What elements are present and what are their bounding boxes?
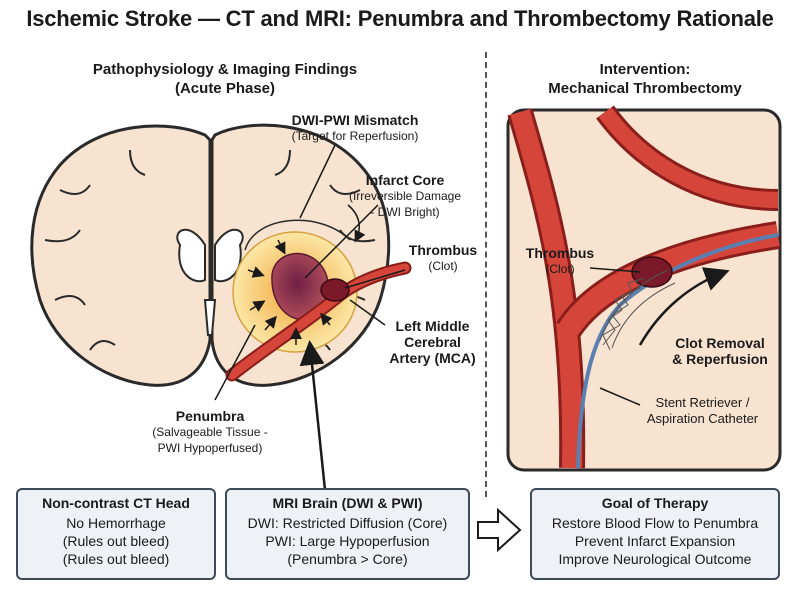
- left-heading-line1: Pathophysiology & Imaging Findings: [92, 61, 358, 78]
- reperfusion-arrow: [638, 267, 730, 346]
- penumbra-label: Penumbra (Salvageable Tissue - PWI Hypop…: [125, 408, 295, 456]
- thrombus-left: [320, 278, 350, 302]
- ct-line-3: (Rules out bleed): [62, 551, 170, 567]
- penumbra-sub1: (Salvageable Tissue -: [152, 425, 268, 439]
- mca-label: Left Middle Cerebral Artery (MCA): [380, 318, 485, 366]
- goal-title: Goal of Therapy: [601, 495, 709, 511]
- mismatch-sub: (Target for Reperfusion): [291, 129, 419, 143]
- goal-line-2: Prevent Infarct Expansion: [574, 533, 736, 549]
- mri-to-brain-arrow: [299, 340, 327, 491]
- thrombus-leader: [344, 269, 406, 289]
- penumbra-sub2: PWI Hypoperfused): [157, 441, 263, 455]
- core-label: Infarct Core (Irreversible Damage - DWI …: [345, 172, 465, 220]
- right-panel-heading: Intervention: Mechanical Thrombectomy: [520, 60, 770, 98]
- ct-title: Non-contrast CT Head: [42, 495, 190, 511]
- mca-line3: Artery (MCA): [389, 350, 476, 366]
- penumbra-title: Penumbra: [175, 408, 245, 424]
- thrombus-right-sub: (Clot): [545, 262, 575, 276]
- goal-box: Goal of Therapy Restore Blood Flow to Pe…: [530, 488, 780, 580]
- right-heading-line1: Intervention:: [599, 61, 691, 78]
- mca-line1: Left Middle: [395, 318, 470, 334]
- panel-divider: [485, 52, 487, 497]
- core-leader: [304, 204, 379, 279]
- vessel-illustration: [507, 105, 781, 469]
- device-label: Stent Retriever / Aspiration Catheter: [630, 395, 775, 427]
- stent-retriever: [599, 269, 676, 351]
- mri-line-1: DWI: Restricted Diffusion (Core): [247, 515, 448, 531]
- removal-label: Clot Removal & Reperfusion: [665, 335, 775, 367]
- thrombus-right-label: Thrombus (Clot): [520, 245, 600, 277]
- removal-line2: & Reperfusion: [672, 351, 768, 367]
- penumbra-leader: [214, 324, 256, 401]
- thrombus-right-title: Thrombus: [525, 245, 595, 261]
- to-goal-arrow: [477, 507, 522, 553]
- mismatch-label: DWI-PWI Mismatch (Target for Reperfusion…: [270, 112, 440, 144]
- core-sub2: - DWI Bright): [370, 205, 440, 219]
- ct-line-1: No Hemorrhage: [66, 515, 166, 531]
- device-line1: Stent Retriever /: [655, 395, 750, 410]
- left-panel-heading: Pathophysiology & Imaging Findings (Acut…: [40, 60, 410, 98]
- mca-line2: Cerebral: [404, 334, 461, 350]
- mri-line-2: PWI: Large Hypoperfusion: [265, 533, 430, 549]
- core-title: Infarct Core: [365, 172, 445, 188]
- mca-leader: [349, 299, 386, 326]
- removal-line1: Clot Removal: [675, 335, 765, 351]
- goal-line-1: Restore Blood Flow to Penumbra: [551, 515, 759, 531]
- page-title: Ischemic Stroke — CT and MRI: Penumbra a…: [26, 6, 774, 31]
- mri-line-3: (Penumbra > Core): [287, 551, 408, 567]
- right-heading-line2: Mechanical Thrombectomy: [548, 80, 742, 97]
- left-heading-line2: (Acute Phase): [174, 80, 276, 97]
- mri-box: MRI Brain (DWI & PWI) DWI: Restricted Di…: [225, 488, 470, 580]
- thrombus-right-leader: [589, 267, 641, 273]
- device-line2: Aspiration Catheter: [646, 411, 759, 426]
- mismatch-curve-arrow: [347, 204, 366, 243]
- ct-box: Non-contrast CT Head No Hemorrhage (Rule…: [16, 488, 216, 580]
- mismatch-leader: [299, 144, 336, 219]
- mismatch-outline: [244, 219, 351, 251]
- thrombus-left-sub: (Clot): [428, 259, 458, 273]
- thrombus-left-title: Thrombus: [408, 242, 478, 258]
- core-sub1: (Irreversible Damage: [348, 189, 462, 203]
- device-leader: [599, 387, 641, 406]
- goal-line-3: Improve Neurological Outcome: [558, 551, 752, 567]
- perfusion-arrows: [247, 239, 333, 345]
- mri-title: MRI Brain (DWI & PWI): [272, 495, 423, 511]
- mismatch-title: DWI-PWI Mismatch: [291, 112, 419, 128]
- ct-line-2: (Rules out bleed): [62, 533, 170, 549]
- thrombus-left-label: Thrombus (Clot): [398, 242, 488, 274]
